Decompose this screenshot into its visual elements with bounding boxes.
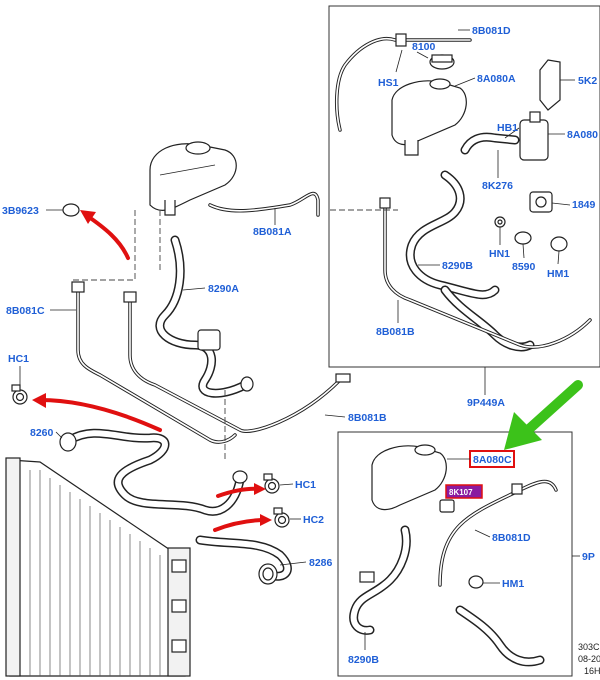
lower-detail-frame [337, 431, 573, 677]
label-hc2: HC2 [303, 514, 324, 526]
label-8286: 8286 [309, 557, 333, 569]
label-8260: 8260 [30, 427, 54, 439]
part-labels: 8B081D 8100 HS1 8A080A 5K2 HB1 8A080 8K2… [2, 25, 598, 666]
red-arrowhead-3 [254, 483, 266, 495]
pipe-8b081c [71, 281, 351, 444]
label-8a080c: 8A080C [473, 454, 512, 466]
label-8b081c: 8B081C [6, 305, 45, 317]
label-8b081a: 8B081A [253, 226, 292, 238]
label-8a080a: 8A080A [477, 73, 516, 85]
label-8k276: 8K276 [482, 180, 513, 192]
label-hs1: HS1 [378, 77, 399, 89]
upper-detail-frame [328, 5, 600, 368]
label-8b081b-top: 8B081B [376, 326, 415, 338]
label-8590: 8590 [512, 261, 536, 273]
label-8290a: 8290A [208, 283, 239, 295]
clamp-hc1-mid [263, 473, 280, 494]
construction-lines [70, 210, 226, 460]
label-hc1-left: HC1 [8, 353, 29, 365]
red-arrow-4 [213, 518, 268, 532]
expansion-tank-main [149, 141, 237, 216]
label-8290b-top: 8290B [442, 260, 473, 272]
red-arrowhead-1 [80, 210, 96, 224]
hose-8290a [155, 235, 254, 398]
footer-line-2: 08-20 [578, 654, 600, 664]
clamp-hc2 [273, 507, 290, 528]
diagram-code: 303C 08-20 16H [578, 642, 600, 676]
label-8100: 8100 [412, 41, 436, 53]
upper-detail-parts [330, 33, 592, 352]
label-9p-cut: 9P [582, 551, 595, 563]
label-hc1-mid: HC1 [295, 479, 316, 491]
label-5k2: 5K2 [578, 75, 597, 87]
footer-line-3: 16H [584, 666, 600, 676]
red-arrow-1 [84, 213, 130, 260]
red-arrowhead-2 [32, 393, 46, 408]
hose-8260 [59, 428, 248, 516]
o-ring-3b9623 [62, 203, 80, 217]
label-9p449a: 9P449A [467, 397, 505, 409]
clamp-hc1-left [11, 384, 28, 405]
lower-detail-parts [349, 444, 558, 667]
hose-8286 [195, 535, 292, 585]
label-8a080-right: 8A080 [567, 129, 598, 141]
green-callout-arrow [504, 380, 583, 450]
label-hn1: HN1 [489, 248, 510, 260]
radiator [5, 457, 191, 677]
label-8b081d-top: 8B081D [472, 25, 511, 37]
highlight-box-8k107 [445, 484, 483, 499]
label-hm1-top: HM1 [547, 268, 569, 280]
label-8290b-bottom: 8290B [348, 654, 379, 666]
red-arrow-2 [38, 398, 162, 432]
label-8b081b-mid: 8B081B [348, 412, 387, 424]
label-8b081d-bottom: 8B081D [492, 532, 531, 544]
label-hm1-bottom: HM1 [502, 578, 524, 590]
label-3b9623: 3B9623 [2, 205, 39, 217]
pipe-8b081a [208, 191, 320, 217]
label-8k107: 8K107 [449, 488, 473, 497]
label-hb1: HB1 [497, 122, 518, 134]
red-arrowhead-4 [260, 514, 272, 526]
footer-line-1: 303C [578, 642, 600, 652]
leader-lines [19, 29, 580, 650]
label-1849: 1849 [572, 199, 596, 211]
